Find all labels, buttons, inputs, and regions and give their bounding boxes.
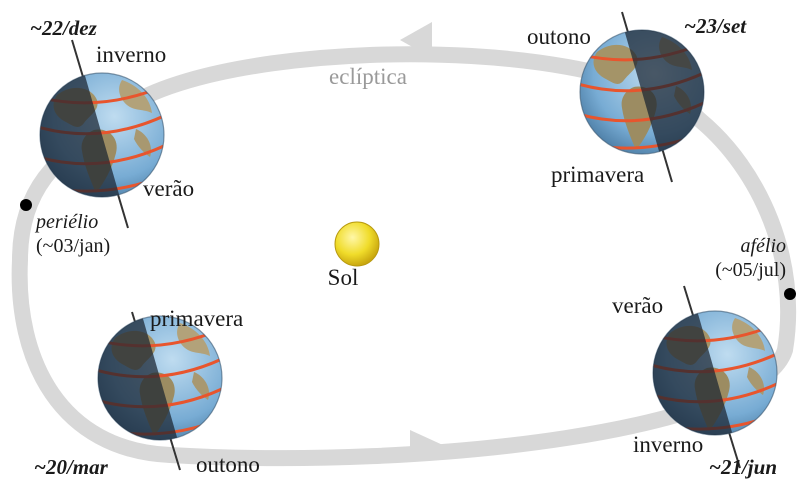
season-label-september-south: primavera	[551, 162, 644, 187]
earth-globe-december	[25, 39, 178, 229]
perihelion-marker	[20, 199, 32, 211]
perihelion-date: (~03/jan)	[36, 235, 110, 257]
aphelion-date: (~05/jul)	[715, 259, 786, 281]
season-label-june-north: verão	[612, 293, 663, 318]
date-label-december: ~22/dez	[30, 16, 98, 40]
season-label-march-south: outono	[196, 452, 260, 477]
ecliptic-label: eclíptica	[329, 64, 407, 89]
aphelion-marker	[784, 288, 796, 300]
perihelion-label: periélio	[34, 211, 98, 233]
season-label-december-south: verão	[143, 176, 194, 201]
date-label-march: ~20/mar	[34, 455, 109, 479]
season-label-june-south: inverno	[633, 432, 703, 457]
season-label-september-north: outono	[527, 24, 591, 49]
aphelion-label: afélio	[740, 235, 786, 257]
earth-globe-june	[638, 285, 791, 469]
sun	[334, 221, 380, 267]
sun-label: Sol	[328, 265, 359, 290]
earth-globe-march	[83, 311, 236, 471]
date-label-september: ~23/set	[684, 14, 747, 38]
orbit-direction-arrow-bottom	[410, 430, 445, 462]
orbit-direction-arrow-top	[400, 22, 432, 58]
season-label-december-north: inverno	[96, 42, 166, 67]
date-label-june: ~21/jun	[709, 455, 777, 479]
earth-globe-september	[565, 11, 718, 183]
season-label-march-north: primavera	[150, 306, 243, 331]
